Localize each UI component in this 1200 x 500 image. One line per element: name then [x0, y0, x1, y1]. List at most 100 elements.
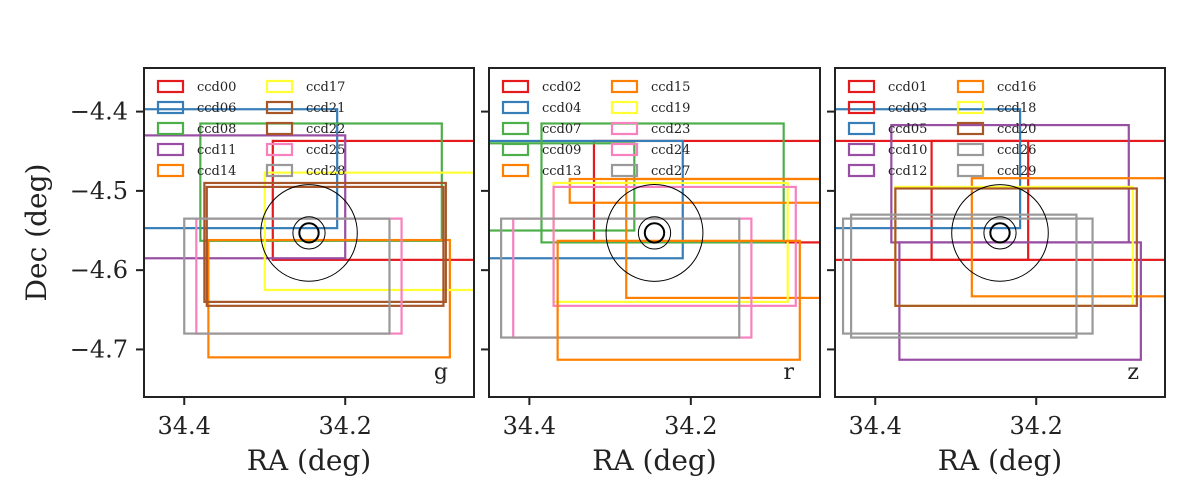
- y-tick-label: −4.5: [70, 177, 128, 205]
- legend-swatch: [956, 79, 985, 94]
- legend-swatch: [156, 163, 185, 178]
- legend-label: ccd13: [542, 164, 581, 179]
- target-circle-1: [983, 216, 1017, 250]
- x-axis-label: RA (deg): [938, 444, 1062, 477]
- legend-swatch: [610, 121, 639, 136]
- ccd-footprint-ccd28: [183, 217, 391, 335]
- legend-item-ccd18: ccd18: [956, 100, 1036, 116]
- legend-label: ccd29: [997, 164, 1036, 179]
- legend-item-ccd17: ccd17: [265, 79, 345, 95]
- legend-swatch: [847, 121, 876, 136]
- legend-swatch: [501, 163, 530, 178]
- legend-label: ccd14: [197, 164, 236, 179]
- legend-item-ccd09: ccd09: [501, 142, 581, 158]
- target-circle-2: [298, 222, 320, 244]
- legend-item-ccd23: ccd23: [610, 121, 690, 137]
- legend-label: ccd28: [306, 164, 345, 179]
- legend-item-ccd14: ccd14: [156, 163, 236, 179]
- ccd-footprint-ccd23: [552, 185, 797, 307]
- legend-item-ccd15: ccd15: [610, 79, 690, 95]
- legend-swatch: [956, 100, 985, 115]
- legend-swatch: [501, 142, 530, 157]
- legend-swatch: [610, 79, 639, 94]
- ccd-footprint-ccd26: [841, 217, 1094, 335]
- x-axis-label: RA (deg): [247, 444, 371, 477]
- x-tick-label: 34.4: [849, 412, 902, 440]
- legend-label: ccd20: [997, 122, 1036, 137]
- legend-item-ccd21: ccd21: [265, 100, 345, 116]
- legend-item-ccd03: ccd03: [847, 100, 927, 116]
- legend-item-ccd22: ccd22: [265, 121, 345, 137]
- ccd-footprint-ccd21: [203, 181, 447, 303]
- legend-label: ccd22: [306, 122, 345, 137]
- legend-item-ccd04: ccd04: [501, 100, 581, 116]
- legend-label: ccd11: [197, 143, 236, 158]
- y-tick-label: −4.7: [70, 335, 128, 363]
- plot-area: [489, 122, 820, 361]
- legend-item-ccd11: ccd11: [156, 142, 236, 158]
- legend-label: ccd02: [542, 80, 581, 95]
- axes-frame: [488, 67, 821, 398]
- legend-label: ccd00: [197, 80, 236, 95]
- ccd-footprint-ccd22: [205, 185, 445, 307]
- ccd-footprint-ccd04: [489, 139, 684, 260]
- legend-swatch: [156, 121, 185, 136]
- ccd-footprint-ccd24: [512, 217, 753, 339]
- target-circle-0: [951, 184, 1049, 282]
- target-circle-2: [643, 222, 666, 244]
- axes-frame: [143, 67, 475, 398]
- legend-swatch: [610, 163, 639, 178]
- legend-item-ccd10: ccd10: [847, 142, 927, 158]
- legend-item-ccd12: ccd12: [847, 163, 927, 179]
- legend-item-ccd06: ccd06: [156, 100, 236, 116]
- legend-swatch: [847, 100, 876, 115]
- legend-swatch: [265, 100, 294, 115]
- legend-swatch: [265, 79, 294, 94]
- target-circle-2: [989, 222, 1011, 244]
- ccd-footprint-ccd20: [894, 187, 1138, 307]
- ccd-footprint-ccd02: [592, 139, 820, 244]
- band-label: g: [434, 360, 448, 385]
- target-circle-0: [605, 183, 704, 282]
- legend-label: ccd19: [651, 101, 690, 116]
- legend-swatch: [847, 79, 876, 94]
- x-axis-label: RA (deg): [592, 444, 716, 477]
- x-tick-label: 34.4: [503, 412, 556, 440]
- legend-item-ccd27: ccd27: [610, 163, 690, 179]
- legend-swatch: [265, 121, 294, 136]
- plot-area: [144, 108, 474, 359]
- legend-label: ccd15: [651, 80, 690, 95]
- legend-label: ccd08: [197, 122, 236, 137]
- legend-label: ccd18: [997, 101, 1036, 116]
- legend-swatch: [265, 163, 294, 178]
- legend-label: ccd01: [888, 80, 927, 95]
- legend-item-ccd24: ccd24: [610, 142, 690, 158]
- legend-label: ccd21: [306, 101, 345, 116]
- panel-z: ccd01ccd03ccd05ccd10ccd12ccd16ccd18ccd20…: [827, 67, 1166, 477]
- legend-swatch: [847, 163, 876, 178]
- legend-label: ccd27: [651, 164, 690, 179]
- legend-swatch: [265, 142, 294, 157]
- legend-swatch: [956, 121, 985, 136]
- legend-label: ccd12: [888, 164, 927, 179]
- legend-item-ccd01: ccd01: [847, 79, 927, 95]
- legend-item-ccd05: ccd05: [847, 121, 927, 137]
- legend-swatch: [156, 100, 185, 115]
- legend-label: ccd24: [651, 143, 690, 158]
- ccd-footprint-ccd03: [835, 139, 1165, 261]
- y-tick-label: −4.4: [70, 98, 128, 126]
- y-axis-label: Dec (deg): [20, 164, 53, 302]
- plot-area: [835, 108, 1165, 361]
- ccd-footprint-ccd27: [500, 217, 741, 339]
- legend-label: ccd23: [651, 122, 690, 137]
- x-tick-label: 34.2: [664, 412, 717, 440]
- ccd-footprint-ccd05: [835, 108, 1022, 230]
- x-tick-label: 34.2: [319, 412, 372, 440]
- legend-item-ccd00: ccd00: [156, 79, 236, 95]
- legend-item-ccd28: ccd28: [265, 163, 345, 179]
- ccd-footprint-ccd06: [144, 108, 339, 230]
- legend-swatch: [847, 142, 876, 157]
- legend-swatch: [156, 79, 185, 94]
- target-circle-1: [292, 216, 326, 250]
